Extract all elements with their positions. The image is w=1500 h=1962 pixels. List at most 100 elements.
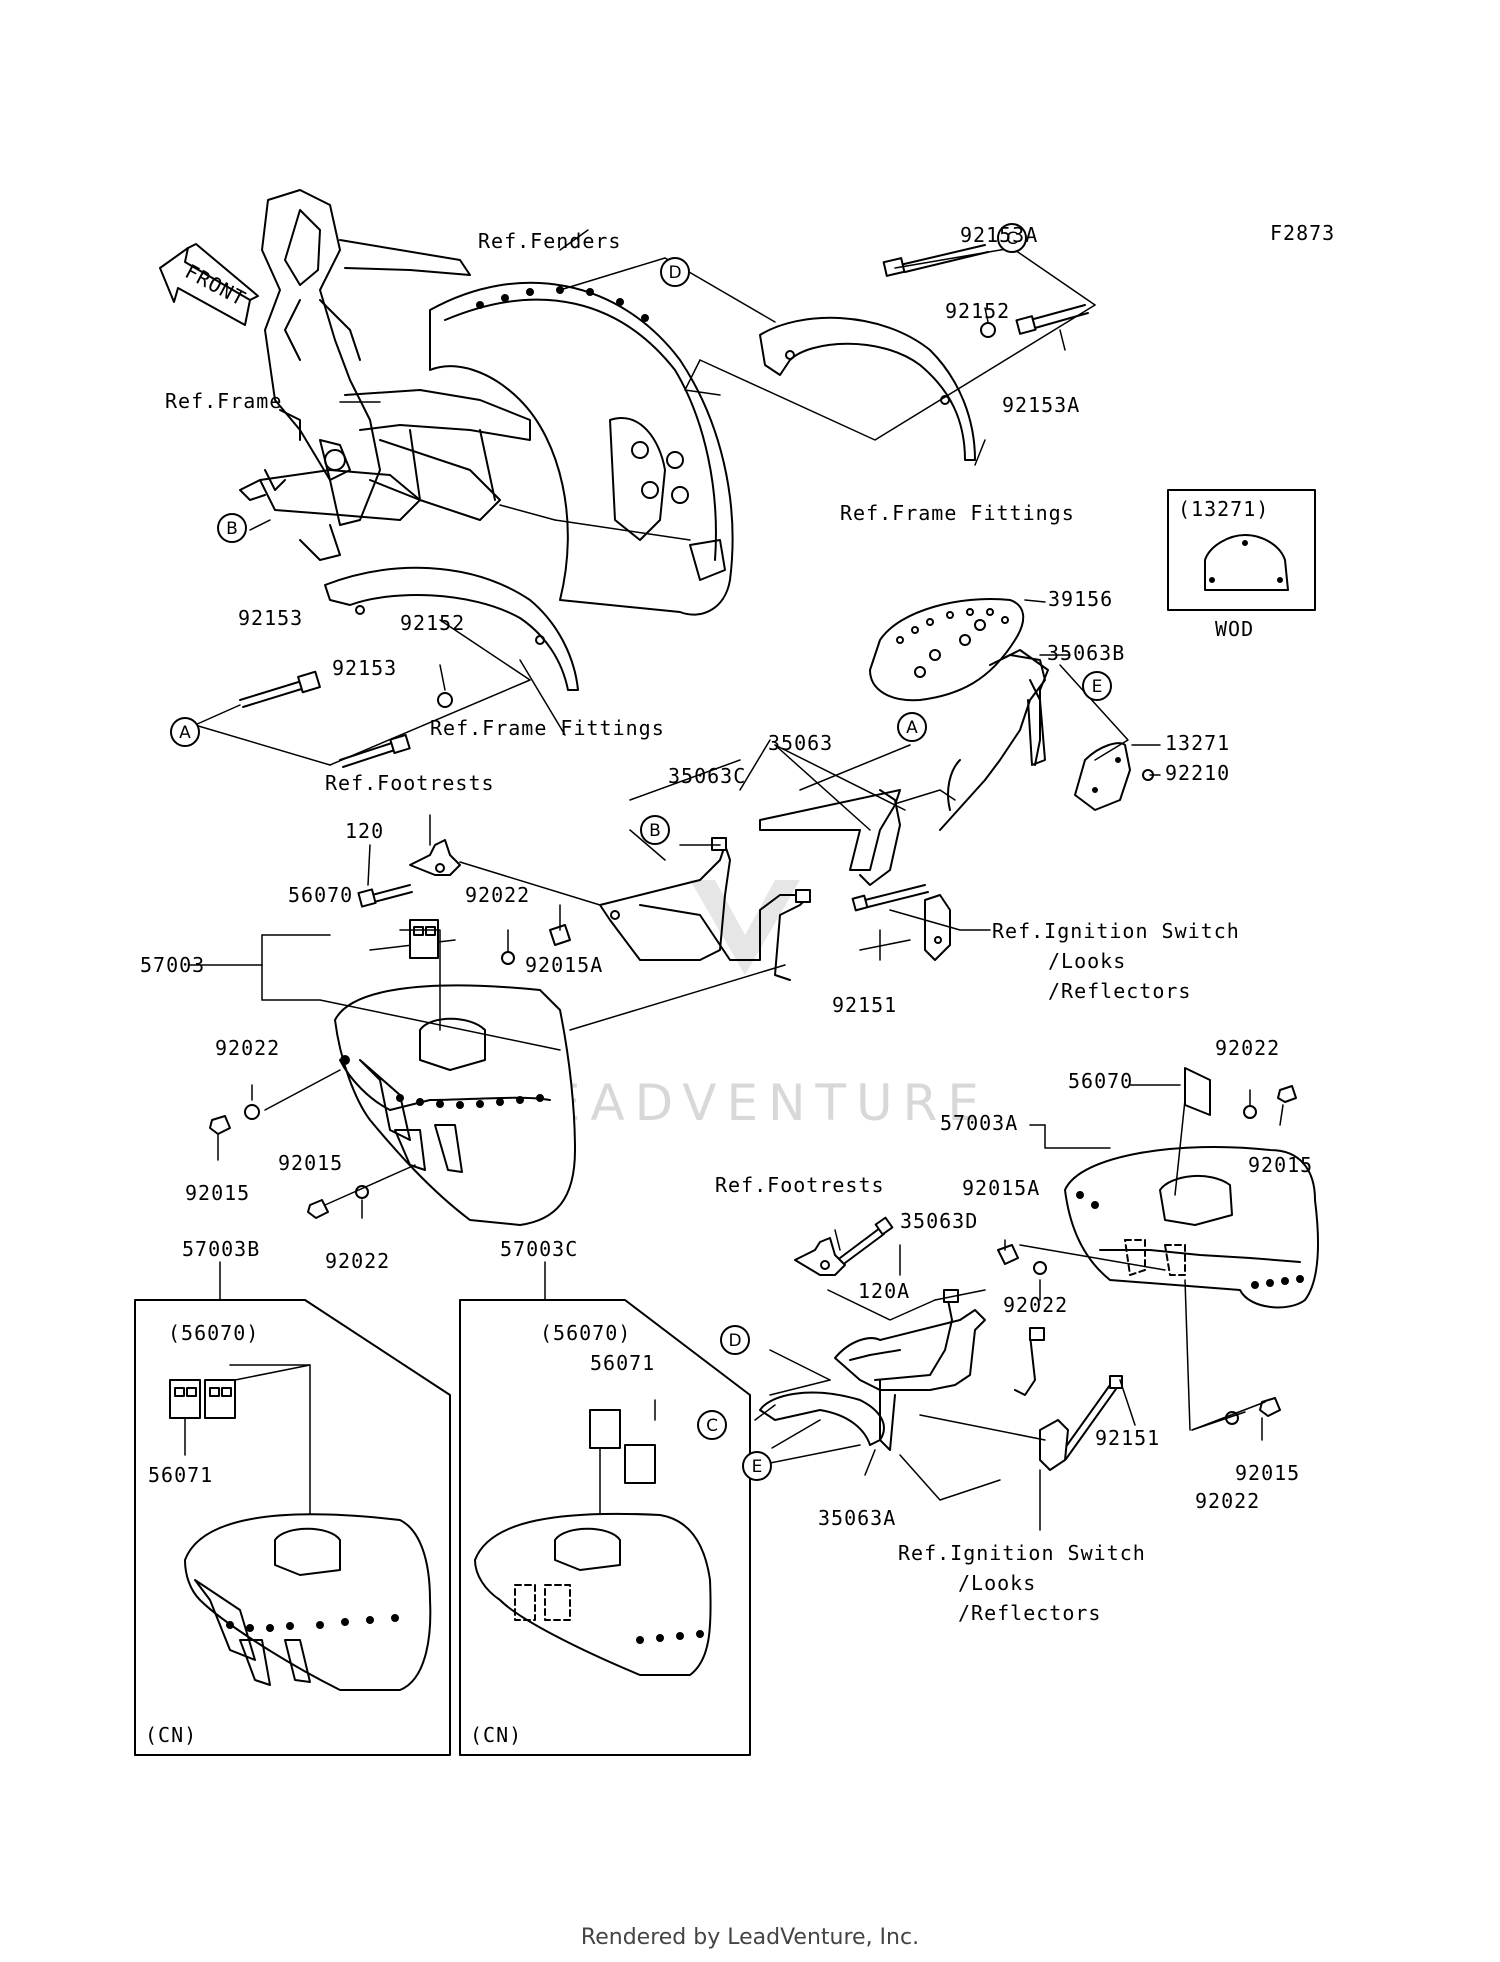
label-ref-frame: Ref.Frame bbox=[165, 389, 282, 413]
label-ref-frame-fittings-mid: Ref.Frame Fittings bbox=[430, 716, 665, 740]
label-ref-footrests-left: Ref.Footrests bbox=[325, 771, 495, 795]
label-56070-a: 56070 bbox=[288, 883, 353, 907]
backrest-plate-drawing bbox=[1074, 742, 1131, 811]
label-92022-e: 92022 bbox=[1003, 1293, 1068, 1317]
label-wod: WOD bbox=[1215, 617, 1254, 641]
label-35063: 35063 bbox=[768, 731, 833, 755]
bolt-92151-b bbox=[1059, 1375, 1123, 1460]
label-cn-a: (CN) bbox=[145, 1723, 197, 1747]
label-13271: 13271 bbox=[1165, 731, 1230, 755]
leader-lines-mid-left bbox=[367, 744, 991, 961]
cn-box-57003C bbox=[459, 1261, 751, 1756]
callout-B-mid: B bbox=[640, 815, 670, 845]
leader-lines-right bbox=[754, 1084, 1284, 1531]
wod-option-box bbox=[1167, 489, 1316, 611]
washer-92022-b bbox=[244, 1104, 260, 1120]
collar-92015A-b bbox=[997, 1244, 1019, 1265]
callout-A-mid: A bbox=[897, 712, 927, 742]
frame-drawing bbox=[239, 189, 531, 561]
saddlebag-right-drawing bbox=[1064, 1145, 1319, 1309]
front-arrow-icon: FRONT bbox=[159, 243, 259, 326]
callout-C-top: C bbox=[997, 223, 1027, 253]
bolt-92153A-right bbox=[1015, 304, 1089, 335]
washer-92022-a bbox=[501, 951, 515, 965]
label-ref-ignition-right-3: /Reflectors bbox=[958, 1601, 1101, 1625]
label-92210: 92210 bbox=[1165, 761, 1230, 785]
label-56070-paren-a: (56070) bbox=[168, 1321, 259, 1345]
leader-lines-top bbox=[194, 229, 1096, 766]
label-56070-paren-b: (56070) bbox=[540, 1321, 631, 1345]
leader-lines-lower-left bbox=[189, 929, 786, 1219]
backrest-pad-drawing bbox=[869, 598, 1025, 702]
label-ref-frame-fittings-top: Ref.Frame Fittings bbox=[840, 501, 1075, 525]
svg-text:B: B bbox=[649, 821, 661, 841]
backrest-frame-drawing bbox=[939, 649, 1049, 831]
footrest-bracket-right-drawing bbox=[794, 1237, 846, 1276]
label-35063D: 35063D bbox=[900, 1209, 978, 1233]
label-92151-a: 92151 bbox=[832, 993, 897, 1017]
svg-text:A: A bbox=[906, 718, 918, 738]
fender-strut-right-drawing bbox=[759, 316, 976, 461]
callout-D-low: D bbox=[720, 1325, 750, 1355]
svg-text:A: A bbox=[179, 723, 191, 743]
svg-text:D: D bbox=[668, 263, 681, 283]
callout-A-left: A bbox=[170, 717, 200, 747]
label-56070-b: 56070 bbox=[1068, 1069, 1133, 1093]
label-92022-d: 92022 bbox=[1215, 1036, 1280, 1060]
label-57003A: 57003A bbox=[940, 1111, 1018, 1135]
label-ref-ignition-left-2: /Looks bbox=[1048, 949, 1126, 973]
label-57003B: 57003B bbox=[182, 1237, 260, 1261]
saddlebag-left-drawing bbox=[334, 984, 576, 1226]
label-56071-b: 56071 bbox=[590, 1351, 655, 1375]
washer-92022-e bbox=[1033, 1261, 1047, 1275]
label-35063A: 35063A bbox=[818, 1506, 896, 1530]
callout-E-low: E bbox=[742, 1451, 772, 1481]
ignition-bracket-left-drawing bbox=[924, 894, 951, 961]
label-92022-b: 92022 bbox=[215, 1036, 280, 1060]
rear-fender-drawing bbox=[429, 281, 734, 616]
label-ref-ignition-left-1: Ref.Ignition Switch bbox=[992, 919, 1240, 943]
washer-92152-mid bbox=[437, 692, 453, 708]
label-cn-b: (CN) bbox=[470, 1723, 522, 1747]
label-92015-a: 92015 bbox=[185, 1181, 250, 1205]
svg-text:E: E bbox=[1092, 677, 1103, 697]
ignition-bracket-right-drawing bbox=[1039, 1419, 1069, 1471]
label-57003C: 57003C bbox=[500, 1237, 578, 1261]
washer-92152-top bbox=[980, 322, 996, 338]
bolt-92151-a bbox=[851, 884, 929, 912]
callout-E-mid: E bbox=[1082, 671, 1112, 701]
label-120: 120 bbox=[345, 819, 384, 843]
label-35063C: 35063C bbox=[668, 764, 746, 788]
callout-B-left: B bbox=[217, 513, 247, 543]
label-56070-b-drawing bbox=[1184, 1067, 1211, 1116]
cn-box-57003B bbox=[134, 1261, 451, 1756]
nut-92015-b bbox=[307, 1199, 329, 1219]
label-92022-f: 92022 bbox=[1195, 1489, 1260, 1513]
footer-credit: Rendered by LeadVenture, Inc. bbox=[580, 1925, 920, 1950]
label-92015-b: 92015 bbox=[278, 1151, 343, 1175]
nut-92015-a bbox=[209, 1115, 231, 1135]
label-92152-mid: 92152 bbox=[400, 611, 465, 635]
label-ref-ignition-right-2: /Looks bbox=[958, 1571, 1036, 1595]
bolt-120 bbox=[357, 884, 413, 908]
label-ref-fenders: Ref.Fenders bbox=[478, 229, 621, 253]
label-92153-b: 92153 bbox=[332, 656, 397, 680]
svg-text:E: E bbox=[752, 1457, 763, 1477]
label-92022-c: 92022 bbox=[325, 1249, 390, 1273]
svg-text:C: C bbox=[1006, 229, 1018, 249]
label-92015A-b: 92015A bbox=[962, 1176, 1040, 1200]
footrest-bracket-left-drawing bbox=[409, 839, 461, 876]
label-120A: 120A bbox=[858, 1279, 910, 1303]
label-ref-footrests-right: Ref.Footrests bbox=[715, 1173, 885, 1197]
label-13271-box: (13271) bbox=[1178, 497, 1269, 521]
label-39156: 39156 bbox=[1048, 587, 1113, 611]
callout-D-top: D bbox=[660, 257, 690, 287]
washer-92022-d bbox=[1243, 1105, 1257, 1119]
bolt-120A bbox=[839, 1216, 894, 1264]
bolt-92153-b bbox=[339, 733, 411, 768]
svg-text:B: B bbox=[226, 519, 238, 539]
bolt-92153-a bbox=[239, 670, 321, 708]
label-92015-c: 92015 bbox=[1248, 1153, 1313, 1177]
label-92015A-a: 92015A bbox=[525, 953, 603, 977]
